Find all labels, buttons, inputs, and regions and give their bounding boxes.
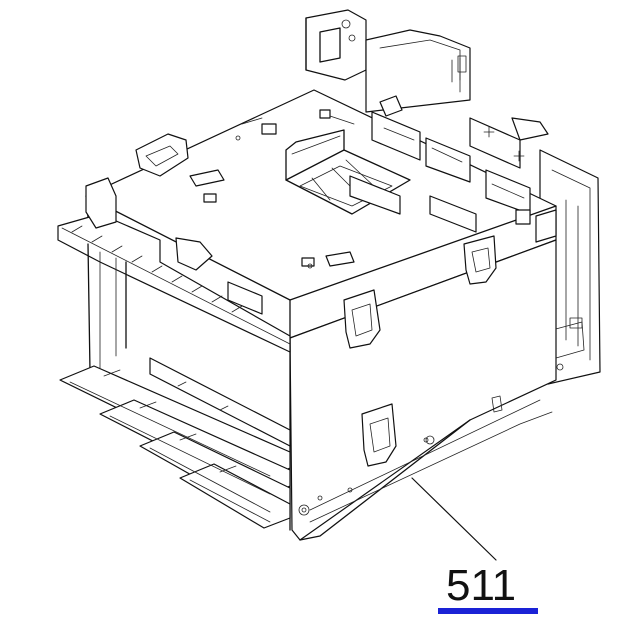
front-body-face xyxy=(289,235,557,541)
left-tray-rack xyxy=(57,177,291,529)
part-number-label: 511 xyxy=(446,561,516,610)
top-deck xyxy=(85,89,557,339)
part-number-underline xyxy=(438,608,538,614)
callout-leader xyxy=(411,477,497,561)
rear-frame xyxy=(305,9,471,113)
